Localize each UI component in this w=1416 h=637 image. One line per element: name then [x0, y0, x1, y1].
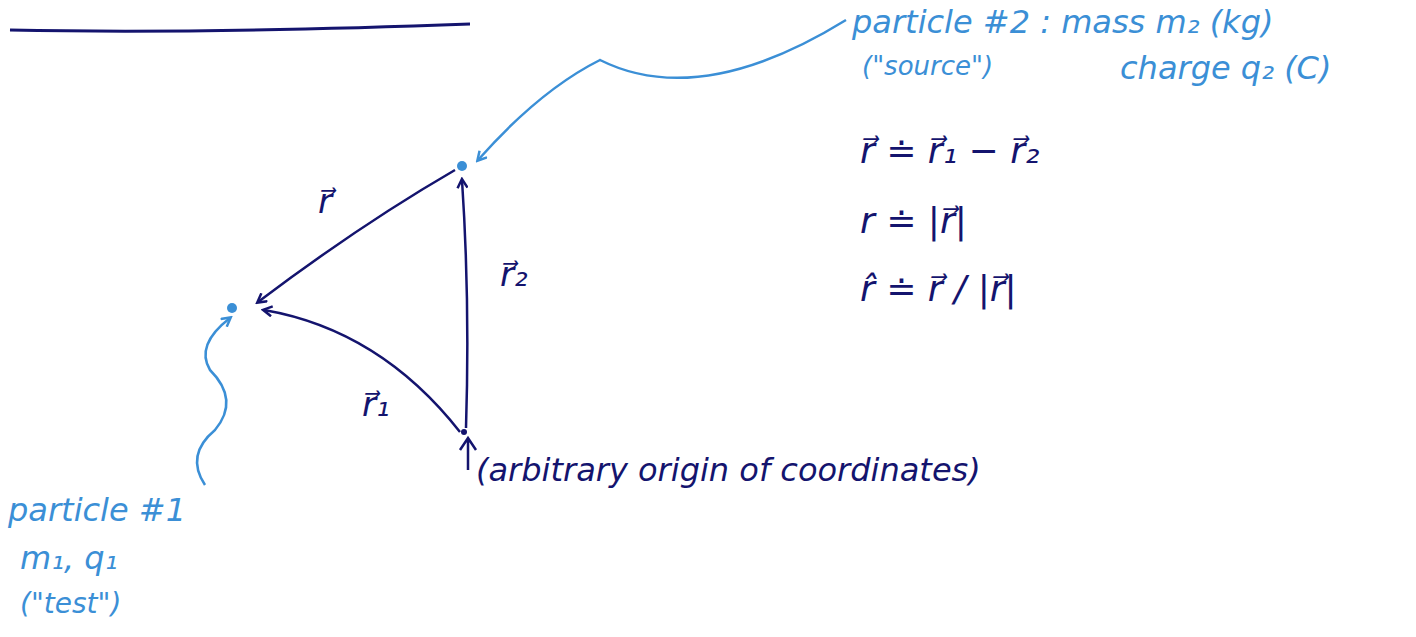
vector-label: r⃗ — [318, 182, 332, 221]
particle-dot — [227, 303, 237, 313]
origin-dot — [461, 429, 467, 435]
particle-label: particle #2 : mass m₂ (kg) — [852, 4, 1273, 41]
particle-dot — [457, 161, 467, 171]
charge-label: charge q₂ (C) — [1120, 50, 1331, 87]
role-label: ("source") — [862, 52, 993, 82]
vector-label: r⃗₁ — [362, 385, 390, 424]
vector-arrow — [462, 180, 467, 428]
origin-pointer — [460, 438, 476, 470]
equation: r̂ ≐ r⃗ / |r⃗| — [860, 268, 1017, 309]
leader-line — [478, 20, 846, 160]
heading-underline — [10, 24, 470, 31]
leader-line — [197, 318, 230, 485]
equation: r ≐ |r⃗| — [860, 200, 967, 241]
property-label: m₁, q₁ — [20, 540, 117, 577]
particle-label: particle #1 — [8, 492, 186, 529]
vector-label: r⃗₂ — [500, 255, 528, 294]
vector-arrow — [264, 310, 460, 432]
note-label: (arbitrary origin of coordinates) — [476, 452, 981, 489]
vector-arrow — [258, 170, 455, 302]
equation: r⃗ ≐ r⃗₁ − r⃗₂ — [860, 130, 1039, 171]
role-label: ("test") — [20, 588, 121, 620]
